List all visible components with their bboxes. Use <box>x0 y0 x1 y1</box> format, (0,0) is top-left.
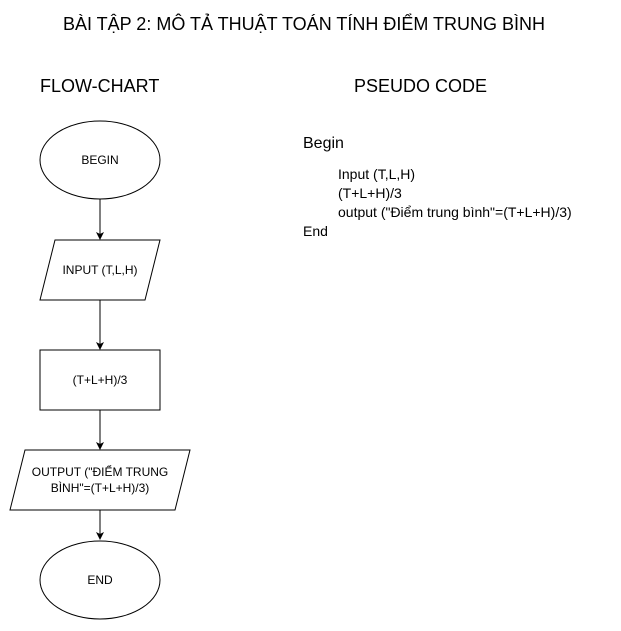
pseudocode-begin: Begin <box>303 135 344 152</box>
output-node <box>9 449 191 511</box>
output-label-line1: OUTPUT ("ĐIỂM TRUNG <box>32 464 168 479</box>
pseudocode-block: Begin Input (T,L,H) (T+L+H)/3 output ("Đ… <box>303 134 572 241</box>
begin-label: BEGIN <box>81 153 118 167</box>
output-label-line2: BÌNH"=(T+L+H)/3) <box>51 480 150 495</box>
end-node <box>39 540 161 620</box>
pseudocode-end: End <box>303 223 328 239</box>
pseudocode-heading: PSEUDO CODE <box>354 76 488 96</box>
process-node <box>39 349 161 411</box>
input-node <box>39 239 161 301</box>
end-label: END <box>87 573 113 587</box>
page-title: BÀI TẬP 2: MÔ TẢ THUẬT TOÁN TÍNH ĐIỂM TR… <box>62 14 546 34</box>
pseudocode-line: output ("Điểm trung bình"=(T+L+H)/3) <box>338 204 572 220</box>
flowchart-heading: FLOW-CHART <box>40 76 160 96</box>
pseudocode-line: Input (T,L,H) <box>338 166 416 182</box>
pseudocode-line: (T+L+H)/3 <box>338 185 402 201</box>
process-label: (T+L+H)/3 <box>73 373 128 387</box>
input-label: INPUT (T,L,H) <box>62 263 137 277</box>
